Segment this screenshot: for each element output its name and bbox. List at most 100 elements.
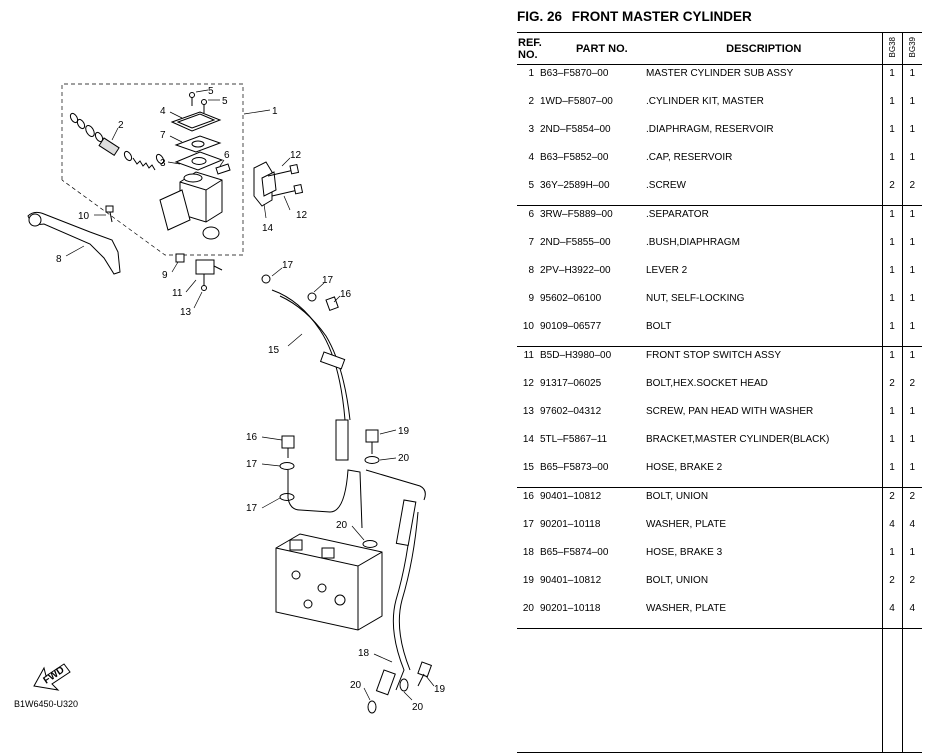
qty-model-2-cell: 1 [901,403,922,431]
part-number-cell: 5TL–F5867–11 [540,434,608,445]
qty-model-2-cell: 1 [901,290,922,318]
description-cell: .DIAPHRAGM, RESERVOIR [646,124,774,135]
master-cylinder-bracket [253,161,277,207]
callout-17c: 17 [246,459,258,470]
ref-cell: 14 [522,434,534,445]
qty-model-1-cell: 1 [881,403,902,431]
ref-cell: 5 [528,180,534,191]
screw-5 [189,92,207,113]
callout-9: 9 [162,270,168,281]
qty-model-1-cell: 1 [881,544,902,572]
union-bolt-16-middle [281,435,295,458]
fwd-arrow-icon: FWD [33,663,71,691]
leader-lines [65,89,435,701]
front-stop-switch [195,259,223,291]
ref-cell: 10 [522,321,534,332]
ref-cell: 11 [517,346,538,375]
ref-cell: 1 [528,68,534,79]
header-ref-line2: NO. [518,48,538,61]
qty-model-2-cell: 1 [901,346,922,375]
qty-model-1-cell: 1 [881,459,902,488]
description-cell: SCREW, PAN HEAD WITH WASHER [646,406,814,417]
qty-model-1-cell: 1 [881,318,902,347]
part-number-cell: 90109–06577 [540,321,602,332]
self-locking-nut [175,253,185,263]
qty-model-2-cell: 1 [901,64,922,93]
part-number-cell: 2ND–F5855–00 [540,237,611,248]
header-part-no: PART NO. [538,32,646,65]
qty-model-2-cell: 1 [901,234,922,262]
qty-model-2-cell: 2 [901,375,922,403]
description-cell: HOSE, BRAKE 3 [646,547,723,558]
header-model-1-text: BG38 [887,36,897,58]
description-cell: BOLT,HEX.SOCKET HEAD [646,378,768,389]
brake-lever [27,211,121,275]
qty-model-1-cell: 1 [881,205,902,234]
qty-model-1-cell: 4 [881,516,902,544]
description-cell: BOLT, UNION [646,575,709,586]
ref-cell: 12 [522,378,534,389]
ref-cell: 9 [528,293,534,304]
ref-cell: 2 [528,96,534,107]
description-cell: BRACKET,MASTER CYLINDER(BLACK) [646,434,830,445]
part-number-cell: 90401–10812 [540,575,602,586]
qty-model-1-cell: 1 [881,149,902,177]
ref-cell: 17 [522,519,534,530]
callout-5b: 5 [222,96,228,107]
union-bolt-19-middle [365,429,379,454]
callout-17b: 17 [322,275,334,286]
part-number-cell: 36Y–2589H–00 [540,180,610,191]
ref-cell: 7 [528,237,534,248]
qty-model-2-cell: 2 [901,572,922,600]
qty-model-1-cell: 1 [881,93,902,121]
callout-15: 15 [268,345,280,356]
qty-model-2-cell: 1 [901,121,922,149]
qty-model-2-cell: 1 [901,149,922,177]
washer-20-middle-b [362,540,378,548]
description-cell: LEVER 2 [646,265,688,276]
description-cell: .BUSH,DIAPHRAGM [646,237,740,248]
brake-hose-15 [271,289,346,459]
callout-12b: 12 [296,210,308,221]
description-cell: BOLT [646,321,672,332]
qty-model-1-cell: 2 [881,572,902,600]
ref-cell: 20 [522,603,534,614]
part-number-cell: 2PV–H3922–00 [540,265,611,276]
header-description: DESCRIPTION [646,32,882,65]
part-number-cell: 3RW–F5889–00 [538,205,646,234]
washer-17-upper [261,274,271,284]
description-cell: .CAP, RESERVOIR [646,152,733,163]
header-model-1: BG38 [881,32,902,65]
description-cell: .SCREW [646,180,686,191]
qty-model-1-cell: 2 [881,487,902,516]
part-number-cell: B65–F5874–00 [540,547,609,558]
qty-model-2-cell: 4 [901,516,922,544]
part-number-cell: 91317–06025 [540,378,602,389]
callout-13: 13 [180,307,192,318]
part-number-cell: 2ND–F5854–00 [540,124,611,135]
ref-cell: 16 [517,487,538,516]
qty-model-1-cell: 4 [881,600,902,629]
washer-20-lower-b [399,678,409,692]
callout-7: 7 [160,130,166,141]
description-cell: BOLT, UNION [646,487,882,516]
header-ref-no: REF. NO. [517,32,542,65]
qty-model-1-cell: 1 [881,121,902,149]
ref-cell: 18 [522,547,534,558]
description-cell: MASTER CYLINDER SUB ASSY [646,68,794,79]
description-cell: WASHER, PLATE [646,603,727,614]
ref-cell: 19 [522,575,534,586]
ref-cell: 3 [528,124,534,135]
description-cell: HOSE, BRAKE 2 [646,462,723,473]
brake-pipe [287,469,363,529]
